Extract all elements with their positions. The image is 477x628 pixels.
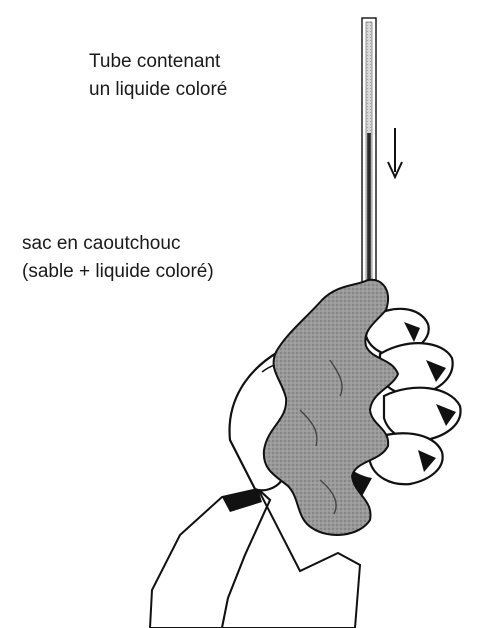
tube-label-line-1: Tube contenant [89, 48, 227, 76]
liquid-column [367, 133, 371, 281]
tube-label: Tube contenant un liquide coloré [89, 48, 227, 104]
glass-tube [362, 18, 376, 283]
down-arrow-icon [388, 128, 402, 177]
bag-label-line-2: (sable + liquide coloré) [22, 258, 214, 286]
tube-label-line-2: un liquide coloré [89, 76, 227, 104]
bag-label: sac en caoutchouc (sable + liquide color… [22, 230, 214, 286]
bag-label-line-1: sac en caoutchouc [22, 230, 214, 258]
